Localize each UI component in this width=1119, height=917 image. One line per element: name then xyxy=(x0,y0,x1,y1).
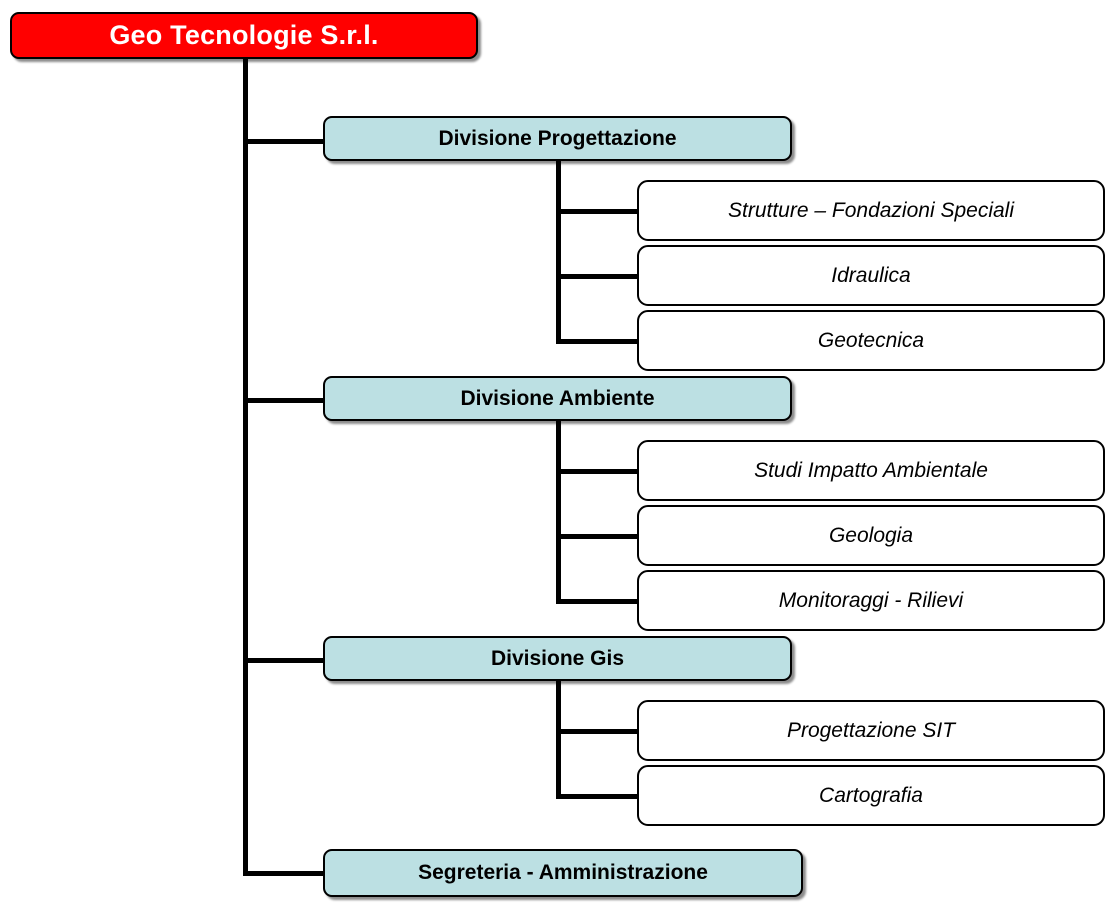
node-leaf-cartografia[interactable]: Cartografia xyxy=(637,765,1105,826)
node-division-gis[interactable]: Divisione Gis xyxy=(323,636,792,681)
node-leaf-studi-impatto-ambientale[interactable]: Studi Impatto Ambientale xyxy=(637,440,1105,501)
subbranch-line-sia xyxy=(556,469,640,474)
node-leaf-monitoraggi-rilievi[interactable]: Monitoraggi - Rilievi xyxy=(637,570,1105,631)
subtrunk-vertical-ambiente xyxy=(556,420,561,603)
subbranch-line-cartografia xyxy=(556,794,640,799)
node-leaf-idraulica[interactable]: Idraulica xyxy=(637,245,1105,306)
subbranch-line-idraulica xyxy=(556,274,640,279)
node-division-progettazione[interactable]: Divisione Progettazione xyxy=(323,116,792,161)
subtrunk-vertical-gis xyxy=(556,680,561,799)
node-root-company[interactable]: Geo Tecnologie S.r.l. xyxy=(10,12,478,59)
subbranch-line-strutture xyxy=(556,209,640,214)
subtrunk-vertical-progettazione xyxy=(556,160,561,342)
trunk-vertical-line xyxy=(243,58,248,876)
subbranch-line-sit xyxy=(556,729,640,734)
subbranch-line-monitoraggi xyxy=(556,599,640,604)
node-leaf-geotecnica[interactable]: Geotecnica xyxy=(637,310,1105,371)
branch-line-segreteria xyxy=(243,871,325,876)
node-leaf-strutture-fondazioni-speciali[interactable]: Strutture – Fondazioni Speciali xyxy=(637,180,1105,241)
branch-line-ambiente xyxy=(243,398,325,403)
branch-line-progettazione xyxy=(243,139,325,144)
subbranch-line-geotecnica xyxy=(556,339,640,344)
node-division-segreteria-amministrazione[interactable]: Segreteria - Amministrazione xyxy=(323,849,803,897)
branch-line-gis xyxy=(243,658,325,663)
node-leaf-geologia[interactable]: Geologia xyxy=(637,505,1105,566)
node-leaf-progettazione-sit[interactable]: Progettazione SIT xyxy=(637,700,1105,761)
subbranch-line-geologia xyxy=(556,534,640,539)
node-division-ambiente[interactable]: Divisione Ambiente xyxy=(323,376,792,421)
